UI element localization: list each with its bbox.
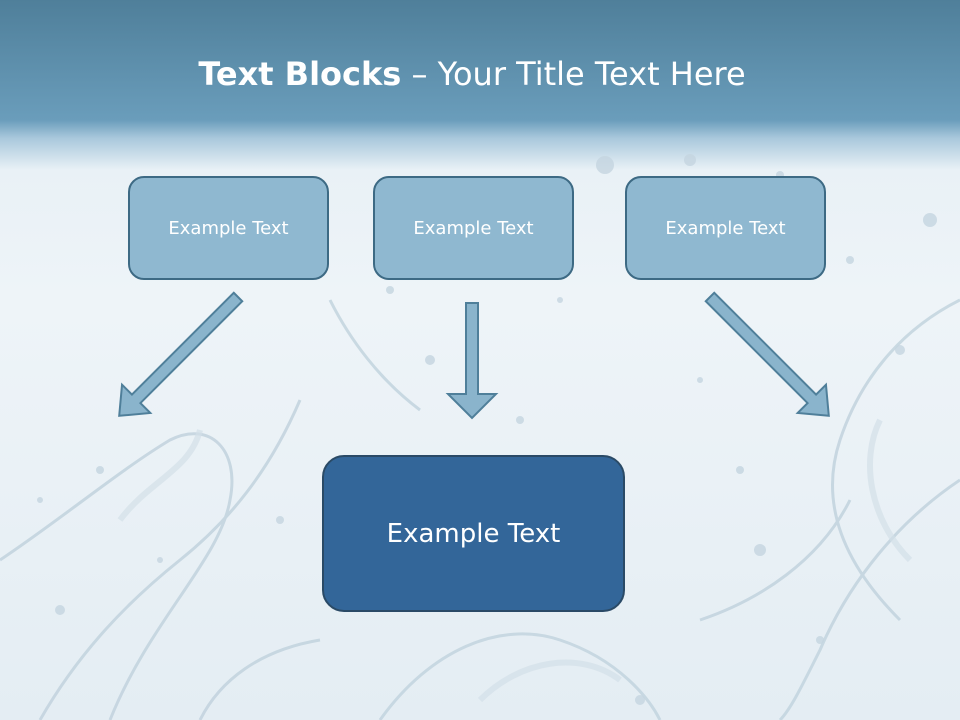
slide-title: Text Blocks – Your Title Text Here [0,55,944,93]
text-block-left[interactable]: Example Text [128,176,329,280]
main-text-block[interactable]: Example Text [322,455,625,612]
text-block-center-label: Example Text [413,217,534,239]
text-block-center[interactable]: Example Text [373,176,574,280]
arrow-left-icon [118,291,244,417]
text-block-left-label: Example Text [168,217,289,239]
arrow-right-icon [704,291,830,417]
text-block-right-label: Example Text [665,217,786,239]
main-text-block-label: Example Text [386,518,561,549]
text-block-right[interactable]: Example Text [625,176,826,280]
title-separator: – [401,55,438,93]
title-bold-part: Text Blocks [198,55,402,93]
title-rest: Your Title Text Here [437,55,746,93]
arrow-down-icon [445,302,499,420]
